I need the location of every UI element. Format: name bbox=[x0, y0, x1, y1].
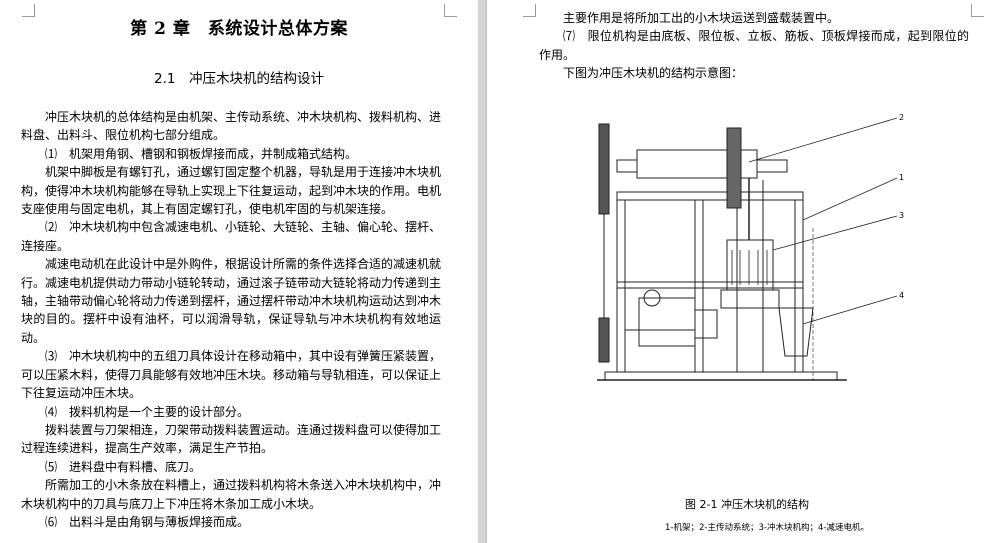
frame-mid-beam bbox=[616, 281, 804, 289]
callout-leader bbox=[772, 215, 898, 251]
figure-legend: 1-机架；2-主传动系统；3-冲木块机构；4-减速电机。 bbox=[665, 523, 869, 533]
paragraph: ⑹ 出料斗是由角钢与薄板焊接而成。 bbox=[45, 514, 250, 529]
frame-post-left bbox=[616, 199, 626, 373]
paragraph: ⑸ 进料盘中有料槽、底刀。 bbox=[45, 459, 202, 474]
callout-label: 1 bbox=[899, 173, 904, 182]
callout-leader bbox=[802, 177, 898, 221]
motor-gearbox bbox=[694, 309, 718, 339]
page-separator bbox=[478, 0, 487, 543]
paragraph: ⑶ 冲木块机构中的五组刀具体设计在移动箱中，其中设有弹簧压紧装置，可以压紧木料，… bbox=[21, 349, 442, 401]
margin-corner-mark bbox=[22, 4, 35, 17]
paragraph: 所需加工的小木条放在料槽上，通过拨料机构将木条送入冲木块机构中，冲木块机构中的刀… bbox=[21, 478, 442, 511]
frame-top-beam bbox=[616, 191, 804, 201]
paragraph: 拨料装置与刀架相连，刀架带动拨料装置运动。连通过拨料盘可以使得加工过程连续进料，… bbox=[21, 422, 442, 456]
callout-label: 3 bbox=[899, 211, 904, 220]
eccentric-wheel bbox=[726, 127, 742, 209]
callout-label: 2 bbox=[899, 113, 904, 122]
document-page-right: 主要作用是将所加工出的小木块运送到盛载装置中。 ⑺ 限位机构是由底板、限位板、立… bbox=[487, 0, 997, 543]
document-page-left: 第 2 章 系统设计总体方案 2.1 冲压木块机的结构设计 冲压木块机的总体结构… bbox=[0, 0, 478, 543]
frame-post-mid bbox=[694, 199, 704, 373]
base-plate bbox=[604, 371, 838, 381]
small-sprocket bbox=[598, 317, 610, 363]
callout-leader bbox=[802, 295, 898, 325]
discharge-hopper bbox=[778, 307, 814, 357]
motor-eye bbox=[643, 289, 661, 307]
callout-leader bbox=[748, 117, 898, 163]
paragraph: ⑷ 拨料机构是一个主要的设计部分。 bbox=[45, 404, 250, 419]
large-sprocket bbox=[598, 123, 610, 215]
shaft-end bbox=[616, 159, 638, 173]
paragraph: 机架中脚板是有螺钉孔，通过螺钉固定整个机器，导轨是用于连接冲木块机构，使得冲木块… bbox=[21, 165, 442, 217]
right-body-text: 主要作用是将所加工出的小木块运送到盛载装置中。 ⑺ 限位机构是由底板、限位板、立… bbox=[539, 9, 969, 83]
paragraph: 减速电动机在此设计中是外购件，根据设计所需的条件选择合适的减速机就行。减速电机提… bbox=[21, 257, 442, 345]
figure-caption: 图 2-1 冲压木块机的结构 bbox=[685, 498, 809, 511]
paragraph: ⑺ 限位机构是由底板、限位板、立板、筋板、顶板焊接而成，起到限位的作用。 bbox=[539, 29, 969, 62]
feed-tray bbox=[720, 289, 780, 309]
shaft-end bbox=[756, 159, 788, 173]
frame-post-right bbox=[794, 199, 804, 373]
paragraph: ⑵ 冲木块机构中包含减速电机、小链轮、大链轮、主轴、偏心轮、摆杆、连接座。 bbox=[21, 220, 442, 253]
paragraph: 冲压木块机的总体结构是由机架、主传动系统、冲木块机构、拨料机构、进料盘、出料斗、… bbox=[21, 110, 442, 143]
paragraph: 下图为冲压木块机的结构示意图： bbox=[563, 66, 744, 81]
margin-corner-mark bbox=[444, 4, 457, 17]
margin-corner-mark bbox=[971, 4, 984, 17]
paragraph: ⑴ 机架用角钢、槽钢和钢板焊接而成，并制成箱式结构。 bbox=[45, 146, 358, 161]
section-title: 2.1 冲压木块机的结构设计 bbox=[154, 71, 324, 87]
chapter-title: 第 2 章 系统设计总体方案 bbox=[130, 19, 348, 39]
reduction-motor bbox=[638, 297, 696, 347]
machine-structure-drawing: 2 1 3 4 bbox=[597, 113, 904, 381]
left-body-text: 冲压木块机的总体结构是由机架、主传动系统、冲木块机构、拨料机构、进料盘、出料斗、… bbox=[21, 108, 441, 531]
paragraph: 主要作用是将所加工出的小木块运送到盛载装置中。 bbox=[563, 11, 840, 25]
callout-label: 4 bbox=[899, 291, 904, 300]
margin-corner-mark bbox=[523, 4, 536, 17]
